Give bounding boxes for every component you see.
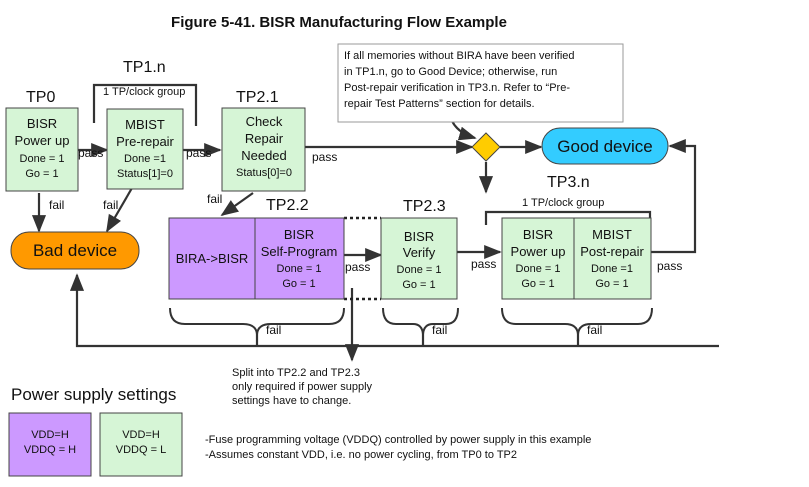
box-check-repair-line2: Repair xyxy=(245,131,284,146)
legend-note-1: -Fuse programming voltage (VDDQ) control… xyxy=(205,434,591,446)
box-mbist-pre-repair-line4: Status[1]=0 xyxy=(117,168,173,180)
note-top-line2: in TP1.n, go to Good Device; otherwise, … xyxy=(344,66,557,78)
arrow-tp3-to-good xyxy=(651,138,697,254)
box-mbist-pre-repair-line2: Pre-repair xyxy=(116,134,174,149)
box-bisr-power-up-line2: Power up xyxy=(15,133,70,148)
legend-note-2: -Assumes constant VDD, i.e. no power cyc… xyxy=(205,449,517,461)
box-check-repair-line1: Check xyxy=(246,114,283,129)
box-tp3-power-up-line3: Done = 1 xyxy=(516,263,561,275)
box-tp3-power-up-line2: Power up xyxy=(511,244,566,259)
terminal-bad-device xyxy=(10,231,140,270)
tp22-label: TP2.2 xyxy=(266,197,309,214)
bracket-tp3 xyxy=(501,307,653,335)
note-pointer xyxy=(451,120,477,141)
box-post-repair-line3: Done =1 xyxy=(591,263,633,275)
figure-title: Figure 5-41. BISR Manufacturing Flow Exa… xyxy=(171,14,507,31)
box-bisr-verify-line3: Done = 1 xyxy=(397,264,442,276)
label-pass-tp21: pass xyxy=(312,150,337,164)
bracket-tp23 xyxy=(382,307,459,335)
bracket-tp22 xyxy=(169,307,345,335)
fail-brackets xyxy=(169,307,653,335)
box-bisr-power-up-line4: Go = 1 xyxy=(25,168,58,180)
label-fail-tp23: fail xyxy=(432,323,447,337)
tp23-label: TP2.3 xyxy=(403,198,446,215)
legend-green-line1: VDD=H xyxy=(122,429,160,441)
box-self-program-line1: BISR xyxy=(284,227,314,242)
tp3-loop-top xyxy=(484,210,652,225)
box-bisr-verify-line4: Go = 1 xyxy=(402,279,435,291)
box-tp22 xyxy=(168,217,345,300)
box-self-program-line3: Done = 1 xyxy=(277,263,322,275)
terminal-good-device-label: Good device xyxy=(557,137,652,156)
box-check-repair-line3: Needed xyxy=(241,148,287,163)
note-split-line2: only required if power supply xyxy=(232,381,373,393)
box-bisr-power-up-line1: BISR xyxy=(27,116,57,131)
label-pass-tp1: pass xyxy=(186,146,211,160)
tp1-loop xyxy=(92,83,198,126)
box-mbist-pre-repair xyxy=(106,108,184,190)
tp1-clock-group: 1 TP/clock group xyxy=(103,86,185,98)
label-fail-tp22: fail xyxy=(266,323,281,337)
note-top-line3: Post-repair verification in TP3.n. Refer… xyxy=(344,82,570,94)
legend-purple-line1: VDD=H xyxy=(31,429,69,441)
box-tp3-power-up-line4: Go = 1 xyxy=(521,278,554,290)
terminal-good-device xyxy=(541,127,669,165)
decision-diamond xyxy=(471,132,501,162)
dotted-connectors xyxy=(344,216,381,301)
legend-green-line2: VDDQ = L xyxy=(116,444,166,456)
note-top-line4: repair Test Patterns” section for detail… xyxy=(344,98,535,110)
box-tp3-power-up-line1: BISR xyxy=(523,227,553,242)
terminal-bad-device-label: Bad device xyxy=(33,241,117,260)
box-bira-bisr: BIRA->BISR xyxy=(176,251,249,266)
tp1n-label: TP1.n xyxy=(123,59,166,76)
box-check-repair-line4: Status[0]=0 xyxy=(236,167,292,179)
tp0-label: TP0 xyxy=(26,89,55,106)
legend-green-box xyxy=(99,412,183,477)
arrow-tp1-fail xyxy=(106,187,133,233)
flow-lines xyxy=(31,83,719,362)
box-bisr-verify-line1: BISR xyxy=(404,229,434,244)
box-mbist-pre-repair-line1: MBIST xyxy=(125,117,165,132)
box-post-repair-line1: MBIST xyxy=(592,227,632,242)
box-bisr-power-up-line3: Done = 1 xyxy=(20,153,65,165)
tp21-label: TP2.1 xyxy=(236,89,279,106)
box-bisr-power-up xyxy=(5,107,79,192)
fail-bus xyxy=(69,273,719,348)
box-bisr-verify-line2: Verify xyxy=(403,245,436,260)
legend-purple-box xyxy=(8,412,92,477)
note-top-line1: If all memories without BIRA have been v… xyxy=(344,50,575,62)
label-fail-tp0: fail xyxy=(49,198,64,212)
label-pass-tp22: pass xyxy=(345,260,370,274)
tp3n-label: TP3.n xyxy=(547,174,590,191)
legend-title: Power supply settings xyxy=(11,385,176,404)
label-fail-tp1: fail xyxy=(103,198,118,212)
note-box-top xyxy=(337,43,624,123)
tp3-clock-group: 1 TP/clock group xyxy=(522,197,604,209)
box-tp3 xyxy=(501,217,652,300)
label-pass-tp0: pass xyxy=(78,146,103,160)
box-mbist-pre-repair-line3: Done =1 xyxy=(124,153,166,165)
box-self-program-line2: Self-Program xyxy=(261,244,338,259)
label-fail-tp3: fail xyxy=(587,323,602,337)
legend-purple-line2: VDDQ = H xyxy=(24,444,76,456)
arrow-tp21-to-tp22 xyxy=(220,192,254,217)
box-check-repair xyxy=(221,107,306,192)
note-split-line1: Split into TP2.2 and TP2.3 xyxy=(232,367,360,379)
label-fail-tp21: fail xyxy=(207,192,222,206)
label-pass-tp23: pass xyxy=(471,257,496,271)
box-post-repair-line4: Go = 1 xyxy=(595,278,628,290)
note-split-line3: settings have to change. xyxy=(232,395,351,407)
box-self-program-line4: Go = 1 xyxy=(282,278,315,290)
box-post-repair-line2: Post-repair xyxy=(580,244,644,259)
box-bisr-verify xyxy=(380,217,458,300)
label-pass-tp3: pass xyxy=(657,259,682,273)
